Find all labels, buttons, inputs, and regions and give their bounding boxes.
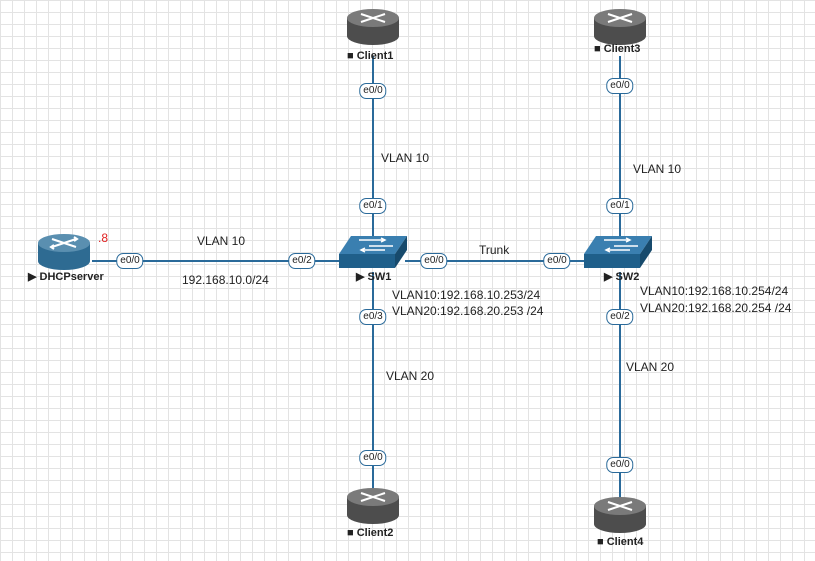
- sw1-client1-vlan-label: VLAN 10: [381, 151, 430, 165]
- sw2-switch-icon[interactable]: [584, 236, 652, 268]
- dhcp-link-vlan-label: VLAN 10: [197, 234, 246, 248]
- sw2-name: SW2: [615, 271, 640, 283]
- client3-router-icon[interactable]: [594, 9, 646, 45]
- dhcpserver-label: ▶ DHCPserver: [28, 270, 104, 283]
- client4-label: ■ Client4: [597, 536, 643, 548]
- port-sw1-e0-3[interactable]: e0/3: [359, 309, 387, 325]
- client3-name: Client3: [603, 43, 641, 55]
- port-sw1-e0-0[interactable]: e0/0: [420, 253, 448, 269]
- port-sw2-e0-1[interactable]: e0/1: [606, 198, 634, 214]
- port-sw1-e0-2[interactable]: e0/2: [288, 253, 316, 269]
- client4-marker: ■: [597, 536, 604, 548]
- port-dhcp-e0-0[interactable]: e0/0: [116, 253, 144, 269]
- sw1-client2-vlan-label: VLAN 20: [386, 369, 435, 383]
- client2-label: ■ Client2: [347, 527, 393, 539]
- client1-name: Client1: [356, 50, 394, 62]
- dhcp-link-subnet-label: 192.168.10.0/24: [182, 273, 269, 287]
- client1-router-icon[interactable]: [347, 9, 399, 45]
- client2-router-icon[interactable]: [347, 488, 399, 524]
- client1-label: ■ Client1: [347, 50, 393, 62]
- client3-marker: ■: [594, 43, 601, 55]
- trunk-label: Trunk: [479, 243, 510, 257]
- sw2-marker: ▶: [604, 271, 613, 283]
- sw2-label: ▶ SW2: [604, 270, 639, 283]
- sw2-vlan10-svi-label: VLAN10:192.168.10.254/24: [640, 284, 789, 298]
- dhcpserver-address-suffix: .8: [98, 231, 109, 245]
- sw2-client3-vlan-label: VLAN 10: [633, 162, 682, 176]
- client4-name: Client4: [606, 536, 644, 548]
- port-client3-e0-0[interactable]: e0/0: [606, 78, 634, 94]
- dhcpserver-name: DHCPserver: [39, 271, 104, 283]
- port-sw2-e0-0[interactable]: e0/0: [543, 253, 571, 269]
- sw1-vlan10-svi-label: VLAN10:192.168.10.253/24: [392, 288, 541, 302]
- client3-label: ■ Client3: [594, 43, 640, 55]
- client2-marker: ■: [347, 527, 354, 539]
- sw1-vlan20-svi-label: VLAN20:192.168.20.253 /24: [392, 304, 544, 318]
- client2-name: Client2: [356, 527, 394, 539]
- sw1-switch-icon[interactable]: [339, 236, 407, 268]
- port-client1-e0-0[interactable]: e0/0: [359, 83, 387, 99]
- client4-router-icon[interactable]: [594, 497, 646, 533]
- sw1-marker: ▶: [356, 271, 365, 283]
- sw1-name: SW1: [367, 271, 392, 283]
- router-icon[interactable]: [38, 234, 90, 270]
- port-sw2-e0-2[interactable]: e0/2: [606, 309, 634, 325]
- port-sw1-e0-1[interactable]: e0/1: [359, 198, 387, 214]
- dhcpserver-marker: ▶: [28, 271, 37, 283]
- client1-marker: ■: [347, 50, 354, 62]
- sw2-vlan20-svi-label: VLAN20:192.168.20.254 /24: [640, 301, 792, 315]
- sw1-label: ▶ SW1: [356, 270, 391, 283]
- sw2-client4-vlan-label: VLAN 20: [626, 360, 675, 374]
- port-client2-e0-0[interactable]: e0/0: [359, 450, 387, 466]
- port-client4-e0-0[interactable]: e0/0: [606, 457, 634, 473]
